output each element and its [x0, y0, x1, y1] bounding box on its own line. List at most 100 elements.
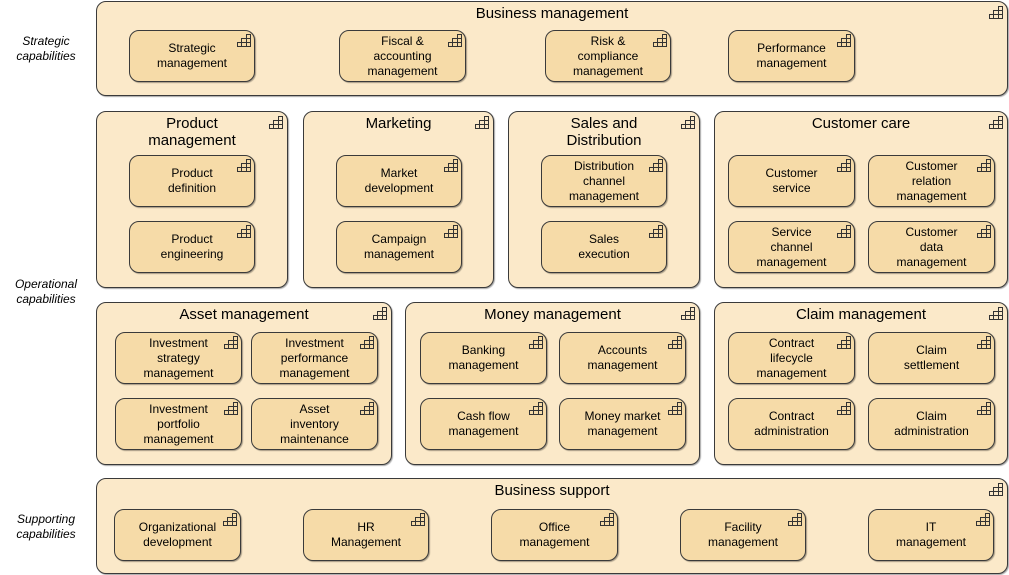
capability-icon [788, 513, 802, 526]
capability-icon [977, 159, 991, 172]
capability-icon [837, 225, 851, 238]
capability-claim-settlement[interactable]: Claim settlement [868, 332, 995, 384]
capability-market-development[interactable]: Market development [336, 155, 462, 207]
group-title: Marketing [365, 115, 432, 132]
capability-campaign-management[interactable]: Campaign management [336, 221, 462, 273]
group-business-support[interactable]: Business support Organizational developm… [96, 478, 1008, 574]
capability-investment-strategy-management[interactable]: Investment strategy management [115, 332, 242, 384]
capability-risk-compliance-management[interactable]: Risk & compliance management [545, 30, 671, 82]
capability-icon [653, 34, 667, 47]
group-marketing[interactable]: Marketing Market development Campaign ma… [303, 111, 494, 288]
group-money-management[interactable]: Money management Banking management Acco… [405, 302, 700, 465]
capability-label: Sales execution [578, 232, 630, 261]
capability-label: IT management [895, 520, 967, 549]
capability-label: Contract lifecycle management [756, 335, 827, 380]
capability-label: Risk & compliance management [572, 33, 644, 78]
capability-sales-execution[interactable]: Sales execution [541, 221, 667, 273]
capability-icon [373, 307, 387, 320]
group-asset-management[interactable]: Asset management Investment strategy man… [96, 302, 392, 465]
group-customer-care[interactable]: Customer care Customer service Customer … [714, 111, 1008, 288]
capability-accounts-management[interactable]: Accounts management [559, 332, 686, 384]
capability-product-engineering[interactable]: Product engineering [129, 221, 255, 273]
capability-distribution-channel-management[interactable]: Distribution channel management [541, 155, 667, 207]
capability-label: Customer relation management [896, 158, 967, 203]
group-title: Money management [484, 306, 621, 323]
capability-asset-inventory-maintenance[interactable]: Asset inventory maintenance [251, 398, 378, 450]
capability-label: HR Management [330, 520, 402, 549]
capability-contract-administration[interactable]: Contract administration [728, 398, 855, 450]
capability-label: Contract administration [754, 409, 829, 438]
capability-it-management[interactable]: IT management [868, 509, 994, 561]
capability-investment-performance-management[interactable]: Investment performance management [251, 332, 378, 384]
capability-icon [976, 513, 990, 526]
capability-icon [269, 116, 283, 129]
capability-label: Customer service [765, 166, 818, 195]
capability-label: Accounts management [587, 343, 658, 372]
group-title: Business support [494, 482, 610, 499]
capability-icon [448, 34, 462, 47]
group-title: Customer care [811, 115, 911, 132]
capability-office-management[interactable]: Office management [491, 509, 618, 561]
capability-service-channel-management[interactable]: Service channel management [728, 221, 855, 273]
capability-product-definition[interactable]: Product definition [129, 155, 255, 207]
capability-icon [600, 513, 614, 526]
capability-performance-management[interactable]: Performance management [728, 30, 855, 82]
capability-label: Banking management [448, 343, 519, 372]
capability-investment-portfolio-management[interactable]: Investment portfolio management [115, 398, 242, 450]
capability-label: Campaign management [363, 232, 435, 261]
capability-icon [360, 402, 374, 415]
capability-icon [475, 116, 489, 129]
capability-label: Service channel management [756, 224, 827, 269]
capability-claim-administration[interactable]: Claim administration [868, 398, 995, 450]
capability-label: Customer data management [896, 224, 967, 269]
capability-customer-relation-management[interactable]: Customer relation management [868, 155, 995, 207]
group-title: Business management [475, 5, 629, 22]
group-product-management[interactable]: Product management Product definition Pr… [96, 111, 288, 288]
capability-icon [989, 116, 1003, 129]
capability-icon [977, 225, 991, 238]
capability-icon [444, 159, 458, 172]
capability-icon [977, 402, 991, 415]
capability-icon [837, 159, 851, 172]
capability-icon [989, 483, 1003, 496]
capability-fiscal-accounting-management[interactable]: Fiscal & accounting management [339, 30, 466, 82]
capability-label: Market development [364, 166, 434, 195]
capability-customer-data-management[interactable]: Customer data management [868, 221, 995, 273]
capability-label: Investment portfolio management [143, 401, 214, 446]
group-title: Product management [148, 115, 236, 149]
capability-strategic-management[interactable]: Strategic management [129, 30, 255, 82]
group-sales-distribution[interactable]: Sales and Distribution Distribution chan… [508, 111, 700, 288]
capability-icon [529, 336, 543, 349]
layer-label-operational: Operational capabilities [14, 277, 78, 306]
capability-icon [989, 307, 1003, 320]
capability-icon [411, 513, 425, 526]
group-business-management[interactable]: Business management Strategic management… [96, 1, 1008, 96]
layer-label-strategic: Strategic capabilities [16, 34, 76, 63]
capability-icon [649, 225, 663, 238]
capability-label: Fiscal & accounting management [367, 33, 438, 78]
capability-hr-management[interactable]: HR Management [303, 509, 429, 561]
capability-label: Cash flow management [448, 409, 519, 438]
capability-customer-service[interactable]: Customer service [728, 155, 855, 207]
capability-contract-lifecycle-management[interactable]: Contract lifecycle management [728, 332, 855, 384]
capability-banking-management[interactable]: Banking management [420, 332, 547, 384]
group-title: Sales and Distribution [566, 115, 642, 149]
group-title: Asset management [179, 306, 309, 323]
capability-cash-flow-management[interactable]: Cash flow management [420, 398, 547, 450]
capability-label: Claim settlement [903, 343, 960, 372]
capability-icon [977, 336, 991, 349]
layer-label-supporting: Supporting capabilities [16, 512, 76, 541]
capability-organizational-development[interactable]: Organizational development [114, 509, 241, 561]
capability-facility-management[interactable]: Facility management [680, 509, 806, 561]
capability-icon [237, 34, 251, 47]
capability-icon [681, 116, 695, 129]
capability-icon [224, 402, 238, 415]
capability-label: Product engineering [160, 232, 224, 261]
capability-label: Investment performance management [279, 335, 350, 380]
group-claim-management[interactable]: Claim management Contract lifecycle mana… [714, 302, 1008, 465]
capability-icon [237, 159, 251, 172]
capability-label: Product definition [167, 166, 217, 195]
capability-label: Office management [519, 520, 590, 549]
capability-icon [668, 336, 682, 349]
capability-money-market-management[interactable]: Money market management [559, 398, 686, 450]
